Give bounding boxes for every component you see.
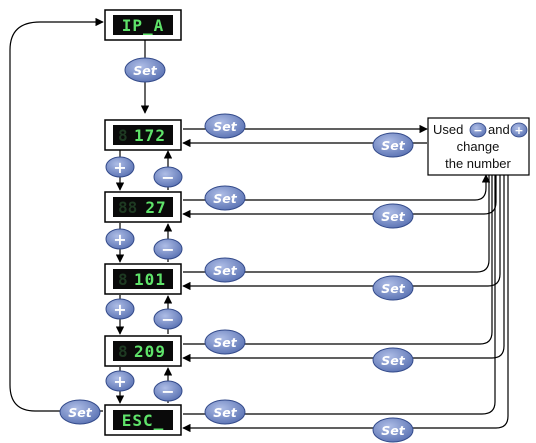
plus-icon: +: [113, 300, 126, 319]
set-label: Set: [213, 335, 237, 350]
minus-icon: −: [161, 310, 174, 329]
plus-icon: +: [113, 158, 126, 177]
note-line3: the number: [445, 156, 511, 171]
display-101-text: 101: [134, 270, 166, 289]
display-209: 8 209: [104, 335, 182, 367]
plus-button-4[interactable]: +: [105, 370, 135, 392]
svg-text:8: 8: [118, 126, 128, 145]
note-to-esc: [182, 175, 509, 433]
display-27-text: 27: [145, 198, 166, 217]
set-label: Set: [213, 405, 237, 420]
set-button-esc-out[interactable]: Set: [204, 399, 246, 425]
27-to-note: [183, 174, 491, 201]
set-button-101-return[interactable]: Set: [372, 275, 414, 301]
display-boxes: IP_A 8 172 88 27 8 101 8 209: [104, 9, 182, 436]
minus-icon: [469, 122, 487, 138]
set-button-101-out[interactable]: Set: [204, 257, 246, 283]
209-to-note: [183, 175, 493, 345]
display-172-text: 172: [134, 126, 166, 145]
plus-icon: [510, 122, 528, 138]
display-esc-text: ESC_: [122, 411, 165, 430]
set-button-27-return[interactable]: Set: [372, 203, 414, 229]
display-27: 88 27: [104, 191, 182, 223]
plus-button-3[interactable]: +: [105, 298, 135, 320]
minus-icon: −: [161, 168, 174, 187]
set-button-esc-return[interactable]: Set: [372, 417, 414, 443]
minus-icon: −: [161, 382, 174, 401]
set-button-172-out[interactable]: Set: [204, 113, 246, 139]
svg-text:8: 8: [118, 270, 128, 289]
plus-icon: +: [113, 230, 126, 249]
set-label: Set: [381, 353, 405, 368]
minus-button-3[interactable]: −: [153, 308, 183, 330]
svg-text:8: 8: [118, 342, 128, 361]
esc-to-note: [183, 175, 496, 415]
set-button-209-out[interactable]: Set: [204, 329, 246, 355]
instruction-note: Used − and + change the number: [427, 117, 530, 176]
note-and: and: [488, 122, 510, 137]
display-ip-a-text: IP_A: [122, 16, 165, 35]
minus-button-4[interactable]: −: [153, 380, 183, 402]
note-used: Used: [433, 122, 463, 137]
set-label: Set: [68, 405, 92, 420]
set-label: Set: [213, 191, 237, 206]
set-label: Set: [381, 209, 405, 224]
set-button-27-out[interactable]: Set: [204, 185, 246, 211]
set-label: Set: [381, 281, 405, 296]
minus-button-1[interactable]: −: [153, 166, 183, 188]
set-label: Set: [213, 119, 237, 134]
minus-icon: −: [161, 240, 174, 259]
101-to-note: [183, 175, 490, 273]
connectors: [9, 17, 509, 433]
set-button-loop[interactable]: Set: [59, 399, 101, 425]
set-label: Set: [133, 63, 157, 78]
set-buttons: Set Set Set Set Set Set Set: [59, 57, 414, 443]
note-minus-sign: −: [473, 124, 482, 137]
note-to-27: [182, 175, 497, 219]
set-label: Set: [381, 138, 405, 153]
note-line2: change: [457, 139, 500, 154]
set-button-209-return[interactable]: Set: [372, 347, 414, 373]
display-101: 8 101: [104, 263, 182, 295]
note-to-209: [182, 175, 505, 363]
minus-button-2[interactable]: −: [153, 238, 183, 260]
display-209-text: 209: [134, 342, 166, 361]
set-button-ipa[interactable]: Set: [124, 57, 166, 83]
svg-text:88: 88: [118, 198, 137, 217]
note-to-101: [182, 175, 501, 291]
set-button-172-return[interactable]: Set: [372, 132, 414, 158]
note-plus-sign: +: [514, 124, 523, 137]
display-esc: ESC_: [104, 404, 182, 436]
plus-button-2[interactable]: +: [105, 228, 135, 250]
display-ip-a: IP_A: [104, 9, 182, 41]
plus-button-1[interactable]: +: [105, 156, 135, 178]
loop-back-line: [9, 17, 104, 412]
plus-minus-buttons: + − + − + − + −: [105, 156, 183, 402]
set-label: Set: [213, 263, 237, 278]
set-label: Set: [381, 423, 405, 438]
plus-icon: +: [113, 372, 126, 391]
display-172: 8 172: [104, 119, 182, 151]
